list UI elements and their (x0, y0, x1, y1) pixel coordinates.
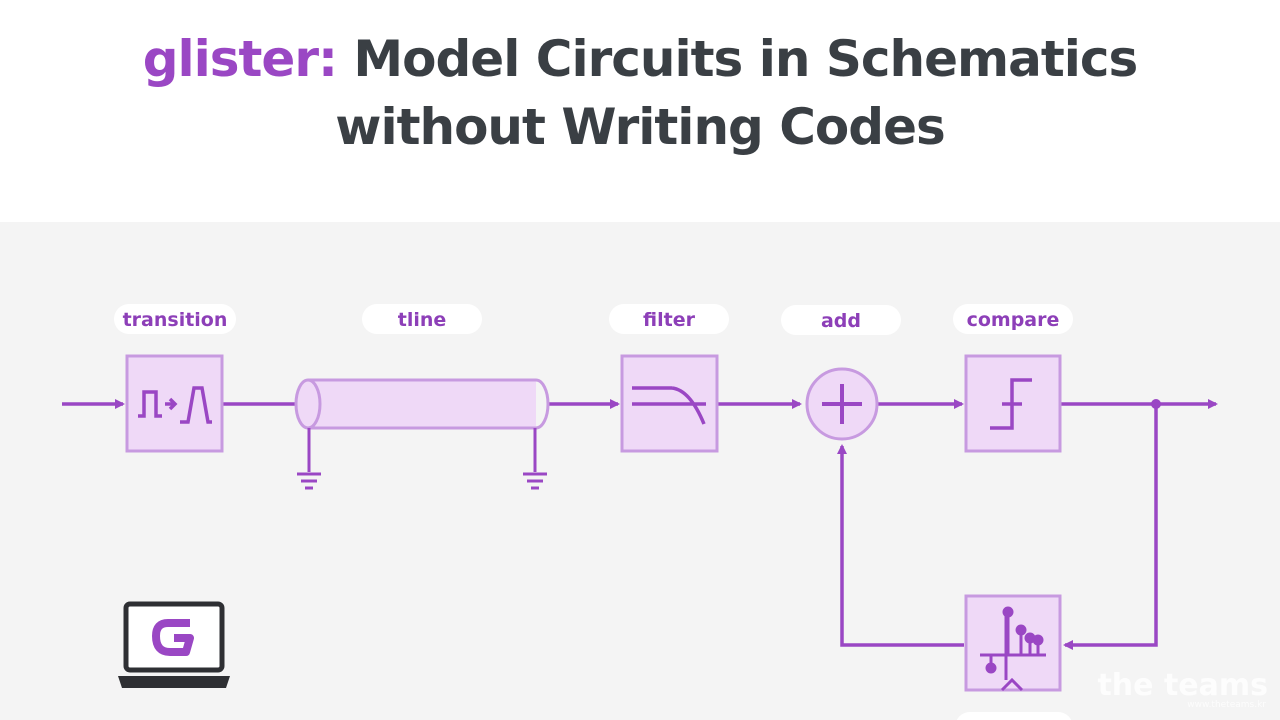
filter-block (620, 354, 719, 453)
label-transition-text: transition (123, 309, 228, 331)
header: glister: Model Circuits in Schematics wi… (0, 0, 1280, 222)
laptop-logo-icon (118, 601, 230, 688)
lowpass-filter-icon (632, 386, 706, 425)
label-tline-text: tline (398, 309, 447, 331)
label-compare: compare (953, 304, 1073, 334)
sampler-icon (980, 606, 1046, 692)
page-title-line-2: without Writing Codes (335, 98, 946, 156)
watermark-url: www.theteams.kr (1187, 700, 1266, 710)
label-sampler-partial (956, 712, 1072, 720)
transition-block (125, 354, 224, 453)
pulse-transition-icon (138, 386, 212, 424)
label-compare-text: compare (967, 309, 1060, 331)
label-filter-text: filter (643, 309, 696, 331)
label-tline: tline (362, 304, 482, 334)
ground-right-icon (523, 428, 547, 490)
label-add: add (781, 305, 901, 335)
brand-name: glister: (142, 30, 338, 88)
watermark: the teams (1097, 668, 1268, 703)
sampler-block (964, 594, 1062, 692)
junction-dot (1151, 399, 1161, 409)
ground-left-icon (297, 428, 321, 490)
label-filter: filter (609, 304, 729, 334)
plus-icon (822, 384, 862, 424)
add-block (805, 367, 879, 441)
title-rest: Model Circuits in Schematics (337, 30, 1138, 88)
wires (62, 399, 1218, 650)
compare-block (964, 354, 1062, 453)
label-add-text: add (821, 310, 861, 332)
tline-block (294, 378, 550, 490)
label-transition: transition (114, 304, 236, 334)
page-title-line-1: glister: Model Circuits in Schematics (0, 30, 1280, 88)
step-compare-icon (990, 378, 1032, 430)
